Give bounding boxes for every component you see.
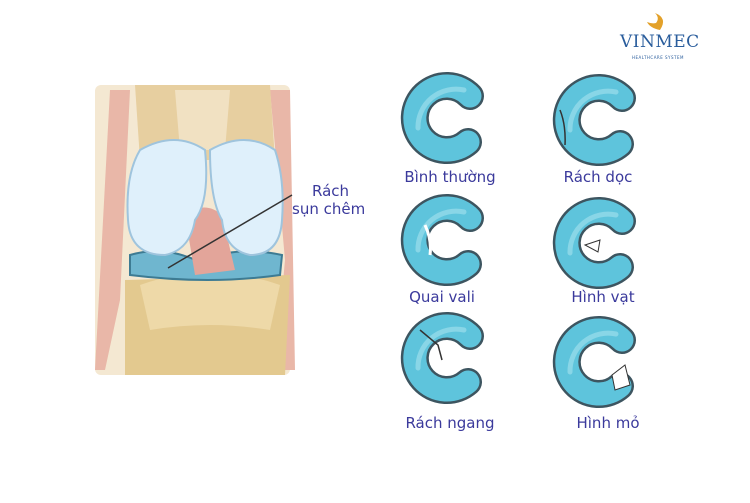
knee-label-line2: sụn chêm <box>292 200 366 218</box>
meniscus-longitudinal-tear <box>567 88 622 152</box>
vinmec-logo: VINMEC <box>620 32 700 52</box>
knee-label-line1: Rách <box>312 182 350 200</box>
label-horizontal: Rách ngang <box>405 414 495 432</box>
meniscus-horizontal-tear <box>415 326 470 390</box>
vinmec-tagline: HEALTHCARE SYSTEM <box>632 55 684 60</box>
knee-illustration <box>95 85 295 375</box>
label-bucket-handle: Quai vali <box>409 288 475 306</box>
meniscus-normal <box>415 86 470 150</box>
label-longitudinal: Rách dọc <box>563 168 633 186</box>
label-flap: Hình vạt <box>571 288 635 306</box>
meniscus-bucket-handle-tear <box>415 208 470 272</box>
knee-label: Rách sụn chêm <box>292 182 365 218</box>
label-normal: Bình thường <box>404 168 496 186</box>
label-parrot-beak: Hình mỏ <box>576 414 640 432</box>
vinmec-logo-mark <box>647 13 664 30</box>
